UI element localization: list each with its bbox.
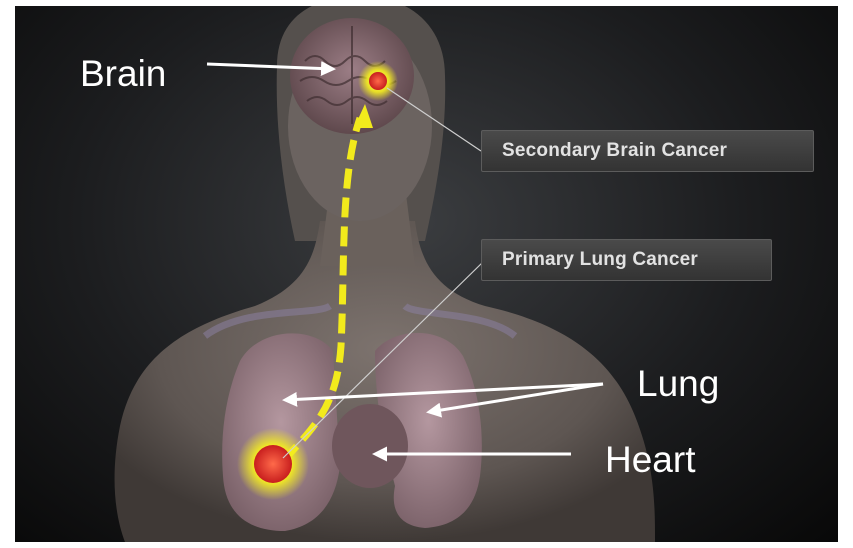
- secondary-brain-cancer-label: Secondary Brain Cancer: [502, 140, 727, 162]
- illustration-panel: Secondary Brain Cancer Primary Lung Canc…: [15, 6, 838, 542]
- secondary-brain-cancer-callout: Secondary Brain Cancer: [481, 130, 814, 172]
- heart-label: Heart: [605, 440, 695, 480]
- lung-tumor: [254, 445, 292, 483]
- heart-shape: [332, 404, 408, 488]
- brain-label: Brain: [80, 54, 166, 94]
- lung-label: Lung: [637, 364, 719, 404]
- brain-tumor: [369, 72, 387, 90]
- primary-lung-cancer-label: Primary Lung Cancer: [502, 249, 698, 271]
- primary-lung-cancer-callout: Primary Lung Cancer: [481, 239, 772, 281]
